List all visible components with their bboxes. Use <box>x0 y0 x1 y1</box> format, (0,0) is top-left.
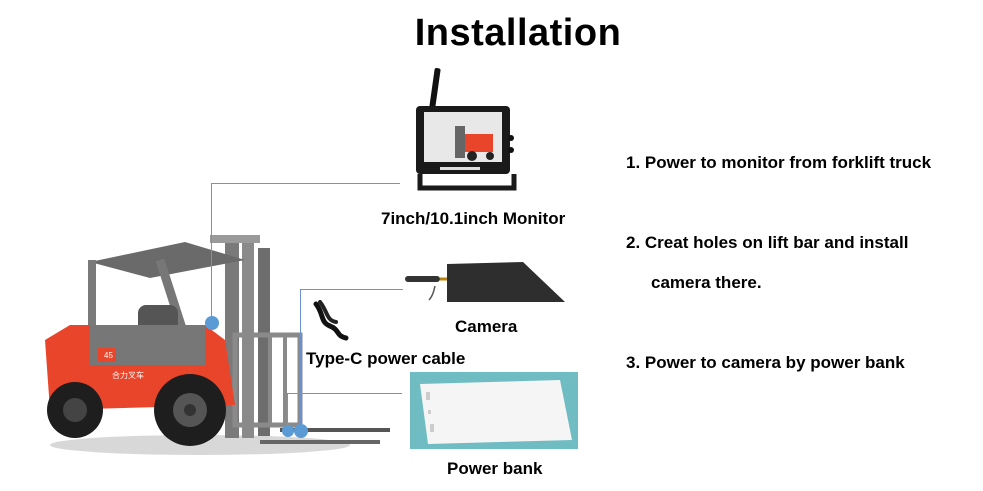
power-mount-point <box>282 425 294 437</box>
camera-mount-point <box>294 424 308 438</box>
connector-power-v <box>287 393 288 429</box>
connector-camera-h <box>300 289 403 290</box>
camera-label: Camera <box>455 317 518 336</box>
page-title: Installation <box>414 12 622 54</box>
monitor-mount-point <box>205 316 219 330</box>
cable-icon <box>313 300 349 341</box>
forklift-body-text: 合力叉车 <box>112 370 144 380</box>
fork-lower <box>260 440 380 444</box>
cable-label: Type-C power cable <box>306 349 466 368</box>
power-bank-image <box>410 372 578 449</box>
monitor-label: 7inch/10.1inch Monitor <box>381 209 566 228</box>
fork-upper <box>280 428 390 432</box>
power-bank-icon <box>420 380 572 444</box>
connector-camera-v <box>300 289 301 427</box>
step-1: 1. Power to monitor from forklift truck <box>626 153 932 172</box>
connector-power-h <box>287 393 402 394</box>
monitor-icon <box>416 68 517 191</box>
camera-icon <box>405 262 565 302</box>
power-bank-label: Power bank <box>447 459 543 478</box>
forklift-badge: 45 <box>104 351 113 360</box>
forklift-image: 合力叉车 45 <box>45 235 390 455</box>
connector-monitor-v <box>211 183 212 320</box>
step-3: 3. Power to camera by power bank <box>626 353 905 372</box>
step-2: 2. Creat holes on lift bar and install <box>626 233 909 252</box>
connector-monitor-h <box>211 183 400 184</box>
step-2-continued: camera there. <box>651 273 762 292</box>
